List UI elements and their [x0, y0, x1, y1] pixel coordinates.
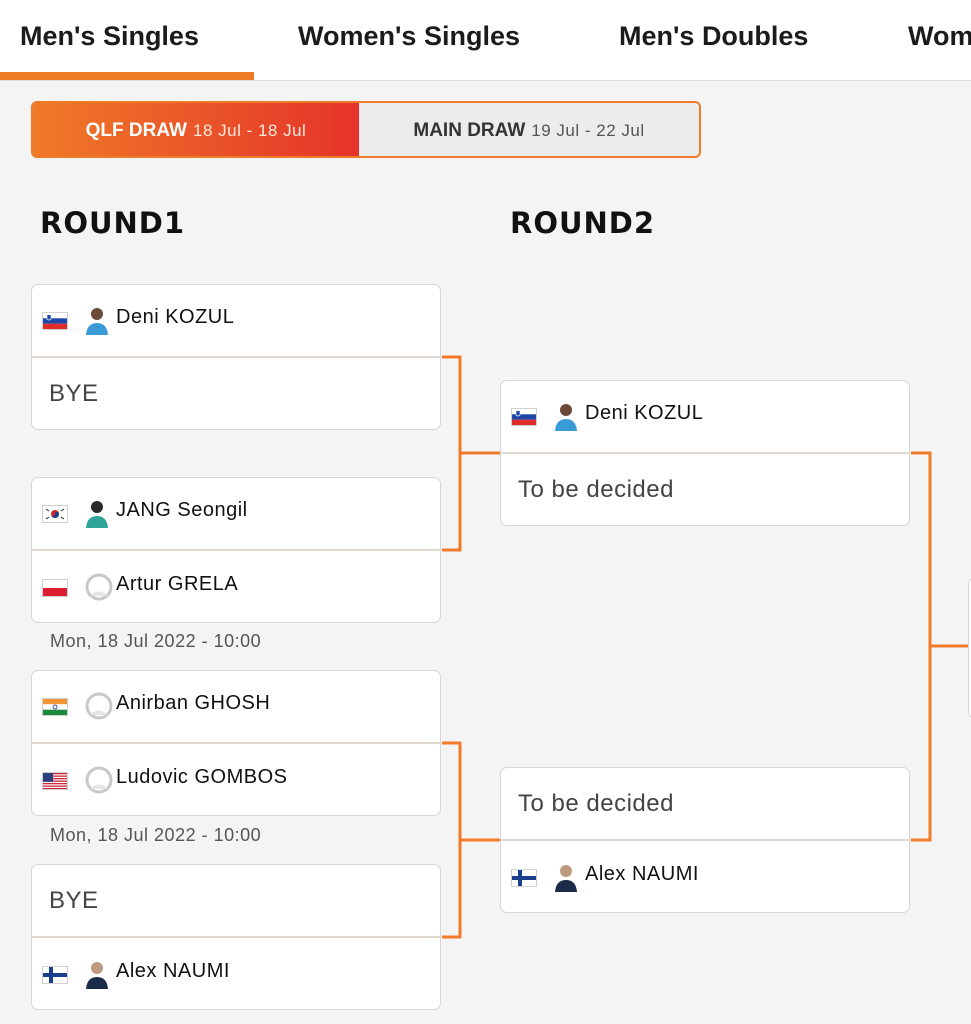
usa-flag-icon — [42, 772, 68, 790]
connector-r1-m3 — [442, 741, 500, 842]
connector-r1-m4 — [442, 840, 462, 939]
main-draw-button[interactable]: MAIN DRAW 19 Jul - 22 Jul — [359, 103, 699, 156]
connector-r2-m2 — [911, 646, 932, 842]
round1-title: ROUND1 — [40, 206, 186, 240]
poland-flag-icon — [42, 579, 68, 597]
bye-label: BYE — [49, 887, 99, 914]
match-slot[interactable]: Deni KOZUL — [501, 381, 909, 454]
tab-womens-singles[interactable]: Women's Singles — [298, 21, 520, 51]
korea-flag-icon — [42, 505, 68, 523]
player-name: Ludovic GOMBOS — [116, 766, 288, 788]
default-avatar-icon — [84, 765, 113, 795]
default-avatar-icon — [84, 572, 113, 602]
connector-r1-m1 — [442, 355, 500, 455]
to-be-decided-label: To be decided — [518, 476, 674, 503]
round2-match-2[interactable]: To be decided Alex NAUMI — [500, 767, 910, 913]
connector-r2-m1 — [911, 451, 971, 648]
player-name: Deni KOZUL — [116, 306, 235, 328]
match-slot[interactable]: BYE — [32, 358, 440, 431]
round1-match-1[interactable]: Deni KOZUL BYE — [31, 284, 441, 430]
finland-flag-icon — [42, 966, 68, 984]
player-photo-icon — [553, 401, 579, 431]
tab-mens-singles[interactable]: Men's Singles — [20, 21, 199, 51]
round2-match-1[interactable]: Deni KOZUL To be decided — [500, 380, 910, 526]
player-name: Alex NAUMI — [116, 960, 230, 982]
tab-mens-doubles[interactable]: Men's Doubles — [619, 21, 809, 51]
player-name: JANG Seongil — [116, 499, 248, 521]
slovenia-flag-icon — [511, 408, 537, 426]
match-slot[interactable]: To be decided — [501, 768, 909, 841]
round1-match-3[interactable]: Anirban GHOSH Ludovic GOMBOS — [31, 670, 441, 816]
match-slot[interactable]: Alex NAUMI — [501, 841, 909, 914]
finland-flag-icon — [511, 869, 537, 887]
connector-r1-m2 — [442, 453, 462, 552]
india-flag-icon — [42, 698, 68, 716]
player-name: Alex NAUMI — [585, 863, 699, 885]
match-slot[interactable]: Anirban GHOSH — [32, 671, 440, 744]
main-draw-label: MAIN DRAW — [413, 120, 526, 141]
tab-womens-doubles[interactable]: Wom — [908, 21, 971, 51]
qlf-draw-button[interactable]: QLF DRAW 18 Jul - 18 Jul — [33, 103, 359, 156]
active-tab-indicator — [0, 72, 254, 80]
qlf-draw-label: QLF DRAW — [85, 120, 187, 141]
match-date: Mon, 18 Jul 2022 - 10:00 — [50, 825, 262, 845]
match-slot[interactable]: To be decided — [501, 454, 909, 527]
draw-toggle: QLF DRAW 18 Jul - 18 Jul MAIN DRAW 19 Jul … — [31, 101, 701, 158]
player-name: Artur GRELA — [116, 573, 239, 595]
to-be-decided-label: To be decided — [518, 790, 674, 817]
default-avatar-icon — [84, 691, 113, 721]
match-slot[interactable]: Alex NAUMI — [32, 938, 440, 1011]
player-name: Deni KOZUL — [585, 402, 704, 424]
match-slot[interactable]: Ludovic GOMBOS — [32, 744, 440, 817]
round1-match-4[interactable]: BYE Alex NAUMI — [31, 864, 441, 1010]
qlf-draw-dates: 18 Jul - 18 Jul — [192, 121, 307, 140]
match-slot[interactable]: Artur GRELA — [32, 551, 440, 624]
match-slot[interactable]: Deni KOZUL — [32, 285, 440, 358]
main-draw-dates: 19 Jul - 22 Jul — [531, 121, 645, 140]
player-name: Anirban GHOSH — [116, 692, 271, 714]
player-photo-icon — [84, 959, 110, 989]
round1-match-2[interactable]: JANG Seongil Artur GRELA — [31, 477, 441, 623]
event-tabs: Men's Singles Women's Singles Men's Doub… — [0, 0, 971, 81]
slovenia-flag-icon — [42, 312, 68, 330]
match-slot[interactable]: BYE — [32, 865, 440, 938]
match-slot[interactable]: JANG Seongil — [32, 478, 440, 551]
bye-label: BYE — [49, 380, 99, 407]
player-photo-icon — [553, 862, 579, 892]
player-photo-icon — [84, 305, 110, 335]
player-photo-icon — [84, 498, 110, 528]
round2-title: ROUND2 — [510, 206, 656, 240]
match-date: Mon, 18 Jul 2022 - 10:00 — [50, 631, 262, 651]
